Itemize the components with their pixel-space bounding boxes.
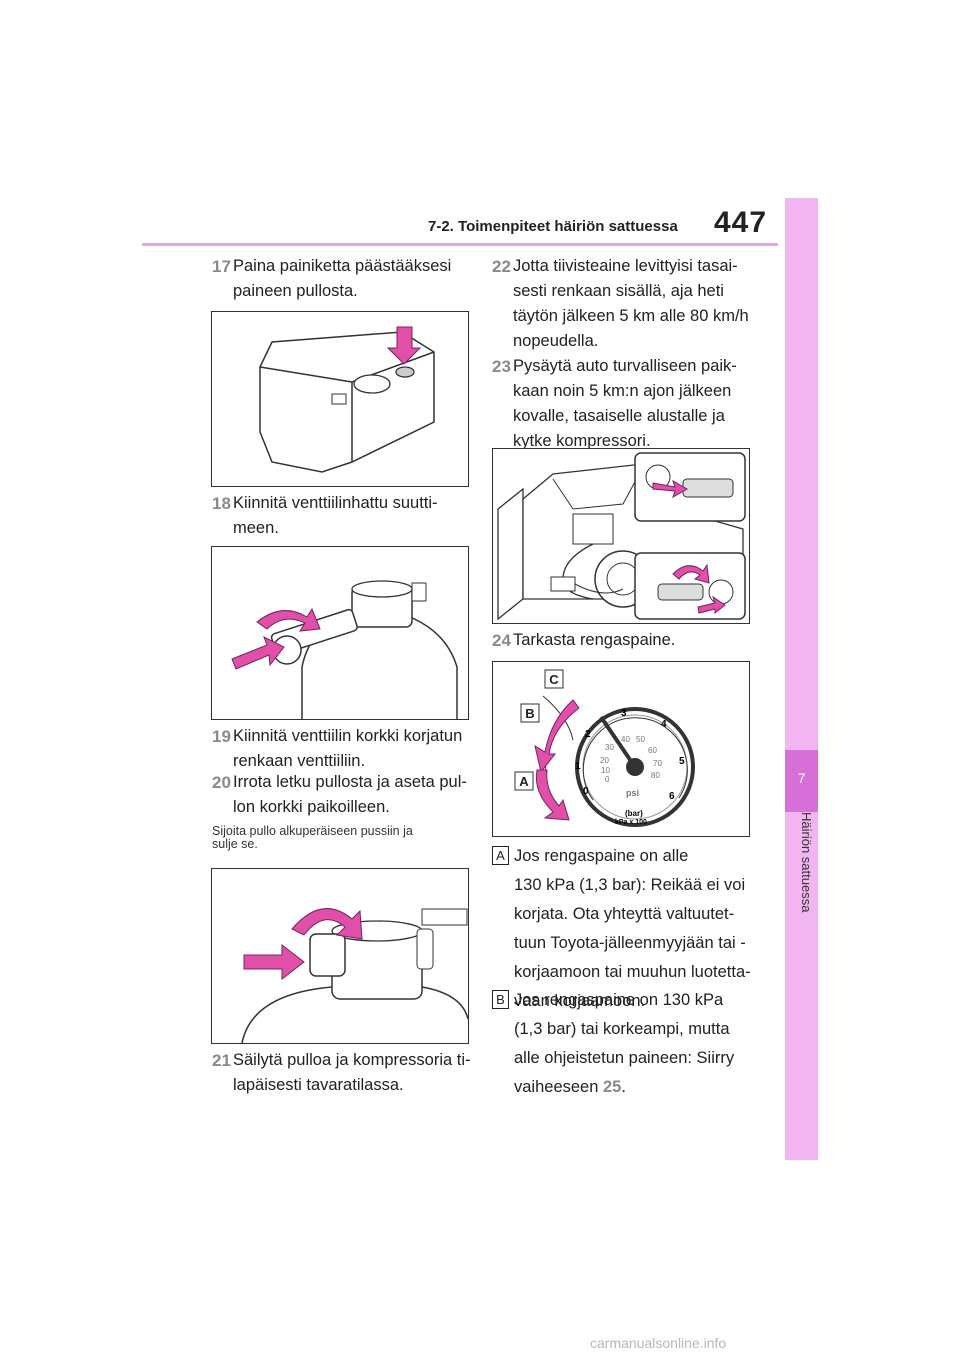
note-storage: Sijoita pullo alkuperäiseen pussiin ja s…	[212, 824, 413, 851]
header-rule	[142, 243, 778, 246]
bar-tick-2: 2	[585, 729, 591, 740]
range-b-arrow-icon	[534, 699, 580, 774]
gauge-unit-psi: psi	[626, 788, 639, 798]
step-24: 24 Tarkasta rengaspaine.	[492, 631, 676, 650]
psi-tick-80: 80	[651, 771, 660, 780]
bar-tick-3: 3	[621, 708, 627, 719]
result-a-text: Jos rengaspaine on alle 130 kPa (1,3 bar…	[514, 847, 751, 1010]
result-b-marker: B	[492, 990, 510, 1009]
section-title: 7-2. Toimenpiteet häiriön sattuessa	[428, 218, 678, 235]
figure-bottle-cap	[211, 868, 469, 1044]
range-a-arrow-icon	[535, 769, 570, 821]
psi-tick-20: 20	[600, 756, 609, 765]
push-arrow-icon	[231, 635, 285, 670]
gauge-unit-kpa: kPa x 100	[615, 819, 647, 826]
bar-tick-4: 4	[661, 719, 667, 730]
bar-tick-1: 1	[575, 761, 581, 772]
bar-tick-6: 6	[669, 791, 675, 802]
figure-pressure-gauge: C B A 0 1 2 3 4 5 6 0 10 20 30 40 50 60 …	[492, 661, 750, 837]
label-b-box	[520, 703, 540, 723]
side-tab-label: Häiriön sattuessa	[799, 812, 814, 913]
step-23: 23 Pysäytä auto turvalliseen paik- kaan …	[492, 357, 737, 450]
side-tab	[785, 198, 818, 1160]
figure-valve-cap-nozzle	[211, 546, 469, 720]
result-a-marker: A	[492, 846, 510, 865]
step-reference-25[interactable]: 25	[603, 1078, 622, 1096]
figure-compressor-button	[211, 311, 469, 487]
psi-tick-50: 50	[636, 735, 645, 744]
psi-tick-60: 60	[648, 746, 657, 755]
step-19: 19 Kiinnitä venttiilin korkki korjatun r…	[212, 727, 463, 770]
psi-tick-40: 40	[621, 735, 630, 744]
step-20: 20 Irrota letku pullosta ja aseta pul- l…	[212, 773, 467, 816]
step-17: 17 Paina painiketta päästääksesi paineen…	[212, 257, 452, 300]
push-arrow-icon	[243, 943, 305, 981]
gauge-label-a: A	[519, 774, 529, 789]
press-arrow-icon	[386, 326, 422, 365]
side-tab-chapter-marker	[785, 750, 818, 812]
bar-tick-0: 0	[583, 786, 589, 797]
psi-tick-0: 0	[605, 775, 610, 784]
step-21: 21 Säilytä pulloa ja kompressoria ti- la…	[212, 1051, 471, 1094]
gauge-label-b: B	[525, 706, 534, 721]
gauge-unit-bar: (bar)	[625, 809, 643, 818]
connect-arrow-icon	[652, 479, 689, 499]
label-c-box	[544, 669, 564, 689]
result-b-text: Jos rengaspaine on 130 kPa (1,3 bar) tai…	[514, 991, 735, 1096]
label-a-box	[514, 771, 534, 791]
rotate-arrow-icon	[672, 563, 710, 584]
footer-watermark: carmanualsonline.info	[590, 1335, 727, 1351]
page-number: 447	[714, 206, 768, 239]
figure-car-compressor-connection	[492, 448, 750, 624]
step-18: 18 Kiinnitä venttiilinhattu suutti- meen…	[212, 494, 438, 537]
push-arrow-icon	[697, 595, 726, 615]
psi-tick-10: 10	[601, 766, 610, 775]
step-22: 22 Jotta tiivisteaine levittyisi tasai- …	[492, 257, 749, 350]
rotate-arrow-icon	[256, 607, 321, 632]
gauge-label-c: C	[549, 672, 559, 687]
psi-tick-30: 30	[605, 743, 614, 752]
psi-tick-70: 70	[653, 759, 662, 768]
bar-tick-5: 5	[679, 756, 685, 767]
side-tab-chapter-number: 7	[797, 770, 806, 786]
rotate-arrow-icon	[291, 908, 363, 940]
